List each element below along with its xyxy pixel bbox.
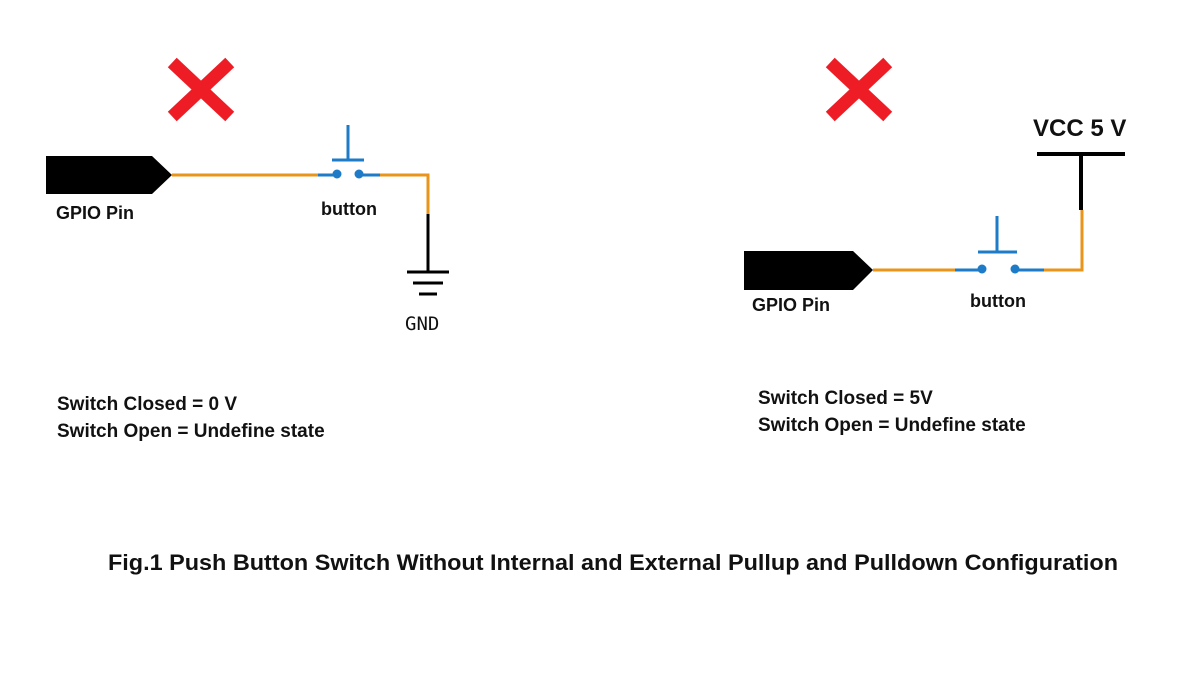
figure-caption: Fig.1 Push Button Switch Without Interna… [108, 550, 1118, 575]
button-label: button [970, 291, 1026, 311]
ground-icon [407, 214, 449, 296]
push-button-icon [318, 125, 380, 179]
right-wires [873, 210, 1084, 272]
left-circuit: GPIO Pin button GND Switch Closed = 0 V … [46, 57, 449, 442]
gpio-pin-label: GPIO Pin [752, 295, 830, 315]
switch-open-note: Switch Open = Undefine state [57, 421, 325, 442]
gpio-pin-shape [744, 251, 873, 290]
gpio-pin-label: GPIO Pin [56, 203, 134, 223]
gnd-label: GND [405, 313, 439, 335]
left-wires [172, 173, 430, 214]
switch-open-note: Switch Open = Undefine state [758, 415, 1026, 436]
vcc-label: VCC 5 V [1033, 115, 1126, 142]
right-circuit: VCC 5 V GPIO Pin button Switch Closed = … [744, 57, 1126, 436]
red-cross-icon [167, 57, 235, 122]
vcc-rail-icon [1037, 152, 1125, 210]
push-button-icon [955, 216, 1044, 274]
gpio-pin-shape [46, 156, 172, 194]
switch-closed-note: Switch Closed = 0 V [57, 394, 237, 415]
red-cross-icon [825, 57, 893, 122]
switch-closed-note: Switch Closed = 5V [758, 388, 933, 409]
button-label: button [321, 199, 377, 219]
